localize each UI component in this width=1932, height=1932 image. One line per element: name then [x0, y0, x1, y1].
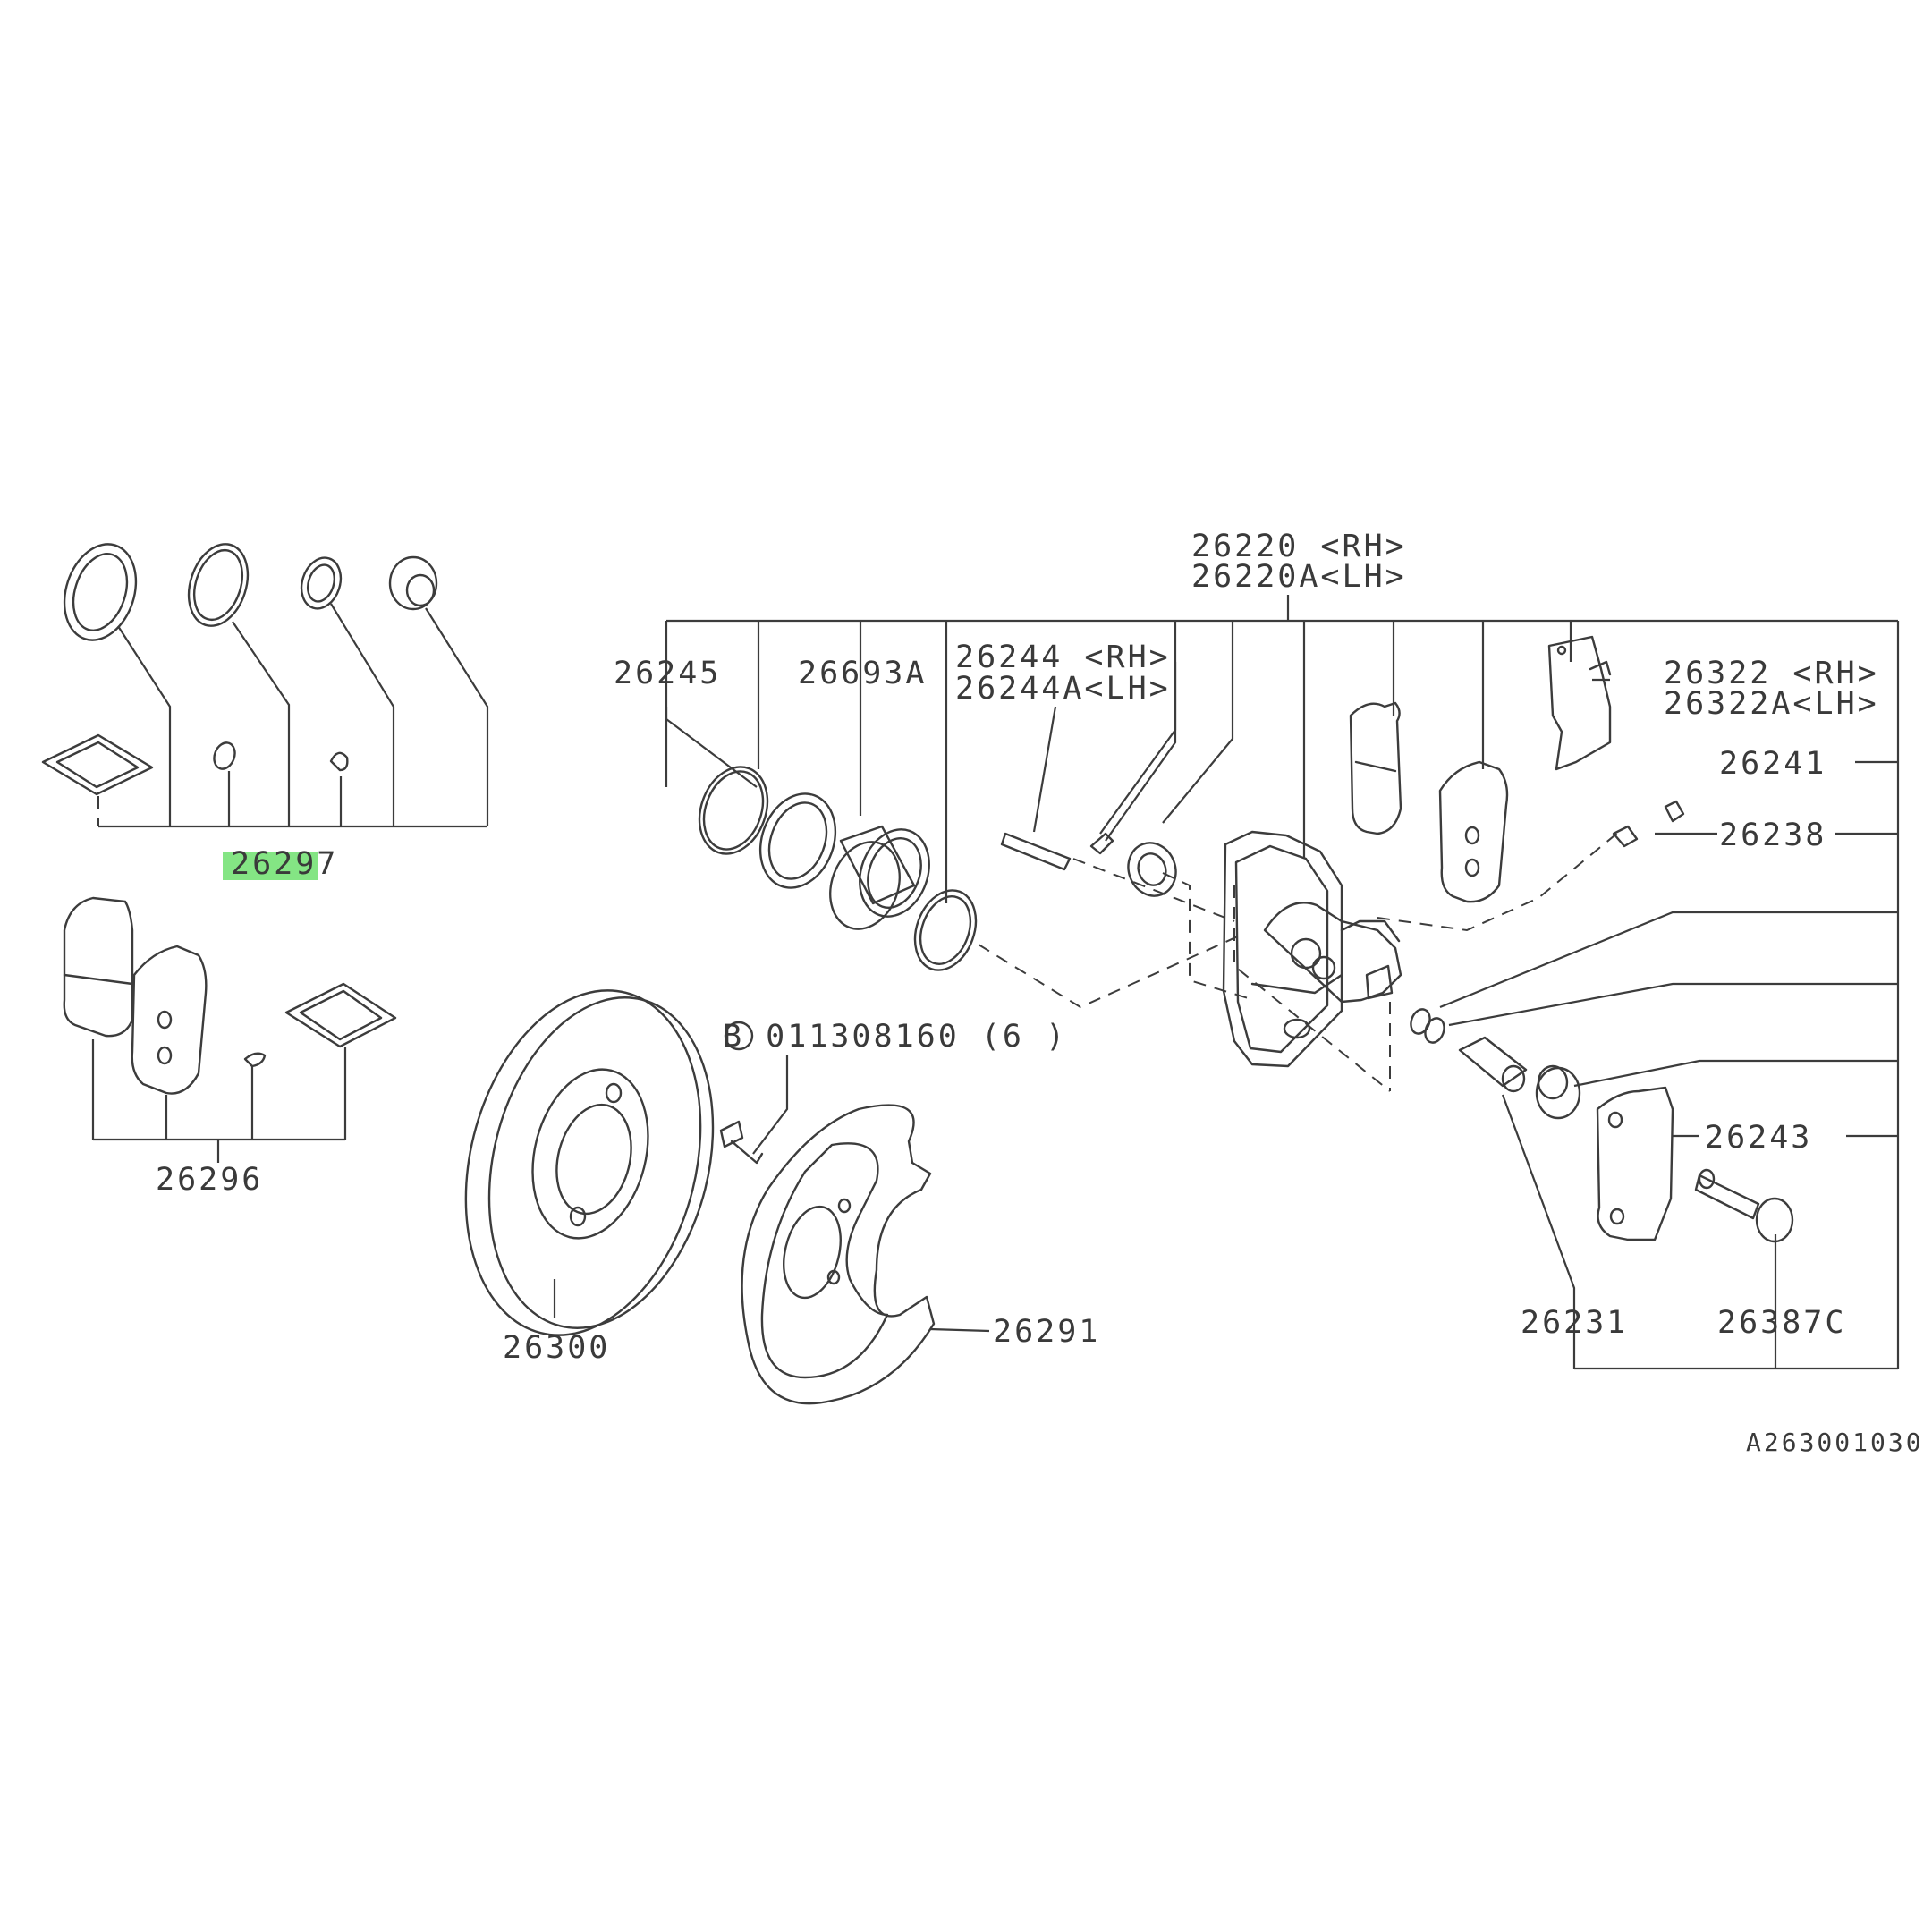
label-26220a-lh: 26220A<LH> — [1191, 559, 1407, 595]
label-26244-rh: 26244 <RH> — [955, 640, 1171, 675]
label-26387c: 26387C — [1717, 1305, 1846, 1341]
leader-26244-tab — [1105, 662, 1177, 842]
label-26291: 26291 — [993, 1314, 1100, 1350]
label-26244a-lh: 26244A<LH> — [955, 671, 1171, 707]
seal-kit-group — [41, 543, 489, 828]
leader-26245 — [665, 707, 758, 788]
label-26322a-lh: 26322A<LH> — [1664, 686, 1879, 722]
label-26231: 26231 — [1521, 1305, 1628, 1341]
label-26297: 26297 — [231, 846, 338, 882]
rotor-group — [464, 989, 715, 1336]
label-26245: 26245 — [614, 656, 721, 691]
label-26296: 26296 — [156, 1162, 263, 1198]
highlight-mark — [223, 852, 318, 880]
label-bolt-ref: B 011308160 (6 ) — [723, 1019, 1067, 1055]
label-26220-rh: 26220 <RH> — [1191, 529, 1407, 564]
leader-26244 — [1032, 706, 1057, 833]
label-26241: 26241 — [1719, 746, 1826, 782]
label-figure-code: A263001030 — [1746, 1428, 1924, 1457]
label-26322-rh: 26322 <RH> — [1664, 656, 1879, 691]
label-26693a: 26693A — [798, 656, 927, 691]
shield-group — [719, 1021, 990, 1405]
pad-kit-group — [63, 896, 397, 1163]
label-26243: 26243 — [1705, 1120, 1812, 1156]
label-26300: 26300 — [503, 1330, 610, 1366]
label-26238: 26238 — [1719, 818, 1826, 853]
